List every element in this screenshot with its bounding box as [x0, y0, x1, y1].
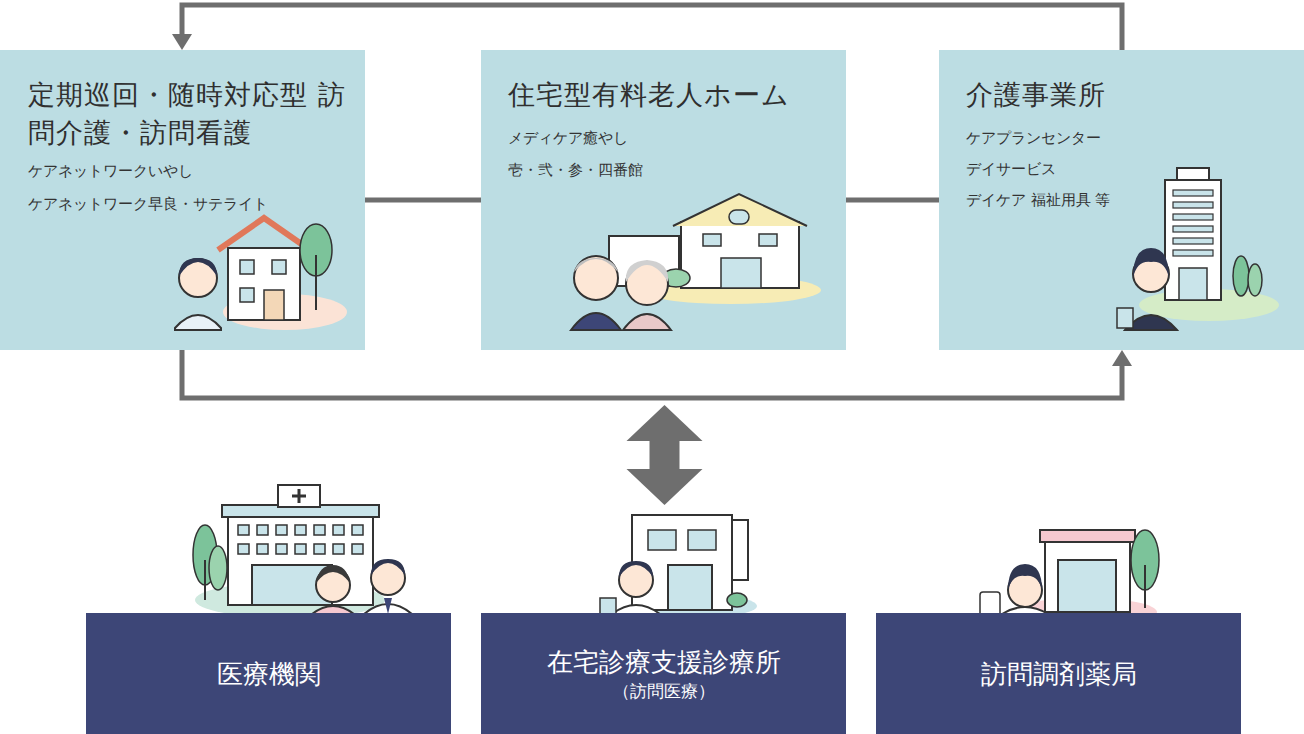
- link-line: [365, 198, 481, 203]
- flow-arrow: [182, 5, 1122, 50]
- hospital-illustration: [193, 485, 412, 618]
- box-detail: デイケア 福祉用具 等: [966, 184, 1304, 215]
- box-detail: デイサービス: [966, 153, 1304, 184]
- service-box: 定期巡回・随時対応型 訪問介護・訪問看護ケアネットワークいやしケアネットワーク早…: [0, 50, 365, 350]
- flow-arrow: [182, 350, 1122, 398]
- box-detail: ケアネットワークいやし: [28, 154, 365, 187]
- box-detail: ケアネットワーク早良・サテライト: [28, 187, 365, 220]
- box-title: 住宅型有料老人ホーム: [508, 76, 828, 114]
- partner-box: 在宅診療支援診療所（訪問医療）: [481, 613, 846, 734]
- box-detail: （訪問医療）: [613, 679, 715, 703]
- double-arrow: [650, 441, 680, 469]
- partner-box: 訪問調剤薬局: [876, 613, 1241, 734]
- box-title: 定期巡回・随時対応型 訪問介護・訪問看護: [28, 76, 348, 152]
- partner-box: 医療機関: [86, 613, 451, 734]
- service-box: 介護事業所ケアプランセンターデイサービスデイケア 福祉用具 等: [939, 50, 1304, 350]
- box-title: 訪問調剤薬局: [981, 657, 1137, 691]
- box-title: 在宅診療支援診療所: [547, 645, 781, 679]
- service-box: 住宅型有料老人ホームメディケア癒やし壱・弐・参・四番館: [481, 50, 846, 350]
- box-title: 介護事業所: [966, 76, 1286, 114]
- box-detail: ケアプランセンター: [966, 122, 1304, 153]
- box-detail: 壱・弐・参・四番館: [508, 154, 846, 186]
- link-line: [846, 198, 939, 203]
- box-title: 医療機関: [217, 657, 321, 691]
- pharmacy-illustration: [980, 530, 1159, 626]
- clinic-illustration: [600, 515, 757, 618]
- box-detail: メディケア癒やし: [508, 122, 846, 154]
